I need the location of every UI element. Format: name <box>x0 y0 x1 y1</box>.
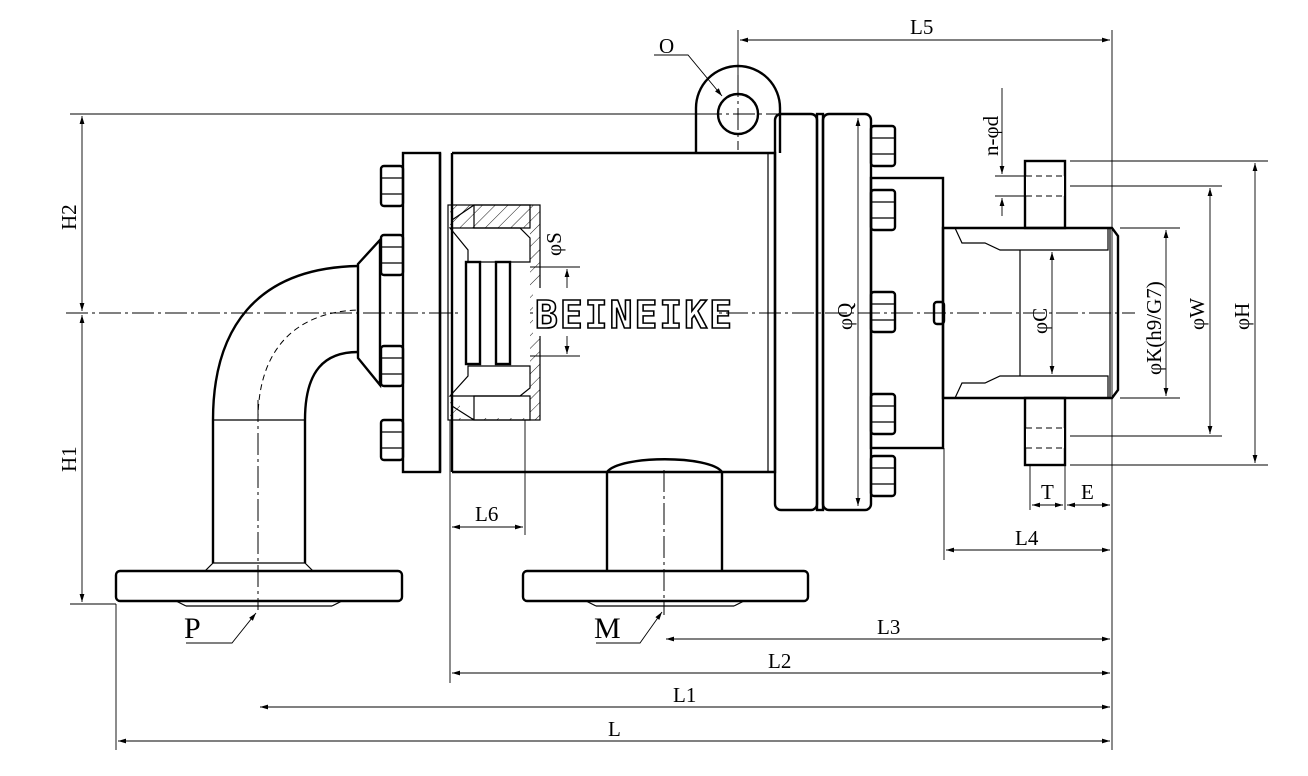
label-e: E <box>1081 480 1094 504</box>
label-w: φW <box>1185 298 1209 330</box>
label-p: P <box>184 612 201 645</box>
drive-flange <box>1023 159 1067 467</box>
left-elbow-pipe <box>114 236 404 607</box>
label-l5: L5 <box>910 15 933 39</box>
label-n-d: n-φd <box>979 115 1003 156</box>
label-t: T <box>1041 480 1054 504</box>
label-h: φH <box>1230 303 1254 330</box>
label-h1: H1 <box>57 446 81 472</box>
leader-lines <box>186 54 723 644</box>
seal-section <box>447 204 541 421</box>
label-l3: L3 <box>877 615 900 639</box>
right-flange <box>773 112 946 512</box>
label-l6: L6 <box>475 502 498 526</box>
label-k: φK(h9/G7) <box>1142 281 1166 375</box>
dimension-labels: O L5 n-φd H2 H1 φS φQ φC φK(h9/G7) φW φH… <box>57 15 1254 741</box>
label-h2: H2 <box>57 204 81 230</box>
label-l1: L1 <box>673 683 696 707</box>
dimension-lines <box>79 37 1258 744</box>
label-c: φC <box>1028 308 1052 334</box>
extension-lines <box>70 30 1268 750</box>
label-s: φS <box>542 232 566 256</box>
main-body <box>452 151 810 607</box>
label-q: φQ <box>833 303 857 330</box>
label-l2: L2 <box>768 649 791 673</box>
right-bolt <box>869 124 897 498</box>
left-bolt <box>379 164 405 462</box>
brand-text: BEINEIKE <box>535 293 734 337</box>
label-l: L <box>608 717 621 741</box>
label-m: M <box>594 612 621 645</box>
label-o: O <box>659 34 674 58</box>
label-l4: L4 <box>1015 526 1039 550</box>
